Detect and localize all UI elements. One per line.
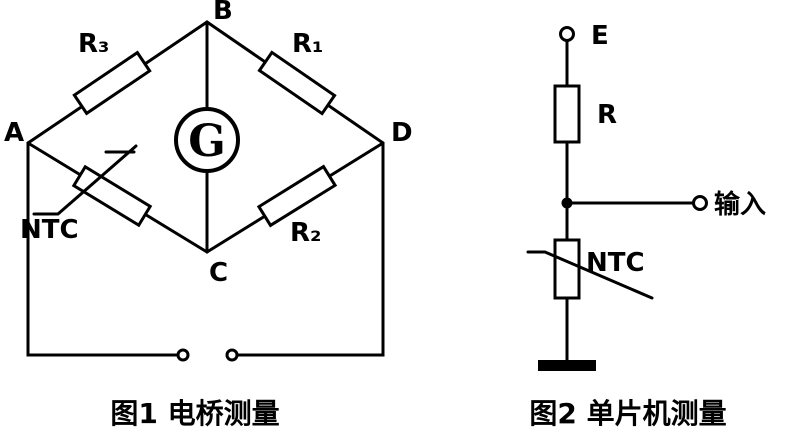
label-e: E bbox=[591, 21, 609, 51]
label-r-fig2: R bbox=[597, 100, 617, 130]
node-label-a: A bbox=[4, 118, 24, 148]
label-r3: R₃ bbox=[78, 29, 109, 59]
resistor-r1-body bbox=[257, 50, 337, 116]
label-ntc-fig1: NTC bbox=[20, 215, 79, 245]
figure1-bridge-circuit: G B A D C R₃ R₁ NTC R₂ 图1 电桥测量 bbox=[4, 0, 413, 430]
node-label-d: D bbox=[391, 118, 413, 148]
galvanometer-label: G bbox=[188, 116, 226, 167]
wire-a-to-left-terminal bbox=[26, 141, 179, 357]
right-supply-terminal bbox=[225, 348, 239, 362]
label-input: 输入 bbox=[714, 189, 766, 220]
figure2-caption: 图2 单片机测量 bbox=[529, 397, 726, 430]
label-ntc-fig2: NTC bbox=[586, 248, 645, 278]
ground-symbol bbox=[538, 360, 596, 371]
galvanometer-circle bbox=[174, 107, 240, 173]
resistor-r2-body bbox=[256, 164, 338, 228]
junction-dot bbox=[561, 197, 573, 209]
figure1-caption: 图1 电桥测量 bbox=[110, 397, 279, 430]
wire-d-to-right-terminal bbox=[236, 141, 385, 357]
input-terminal bbox=[692, 195, 708, 211]
resistor-r3-body bbox=[72, 50, 152, 116]
ntc-strike-line-fig2 bbox=[526, 250, 654, 300]
label-r2: R₂ bbox=[290, 218, 321, 248]
label-r1: R₁ bbox=[292, 29, 323, 59]
resistor-r-body-fig2 bbox=[553, 84, 581, 144]
node-label-c: C bbox=[209, 258, 228, 288]
node-label-b: B bbox=[213, 0, 233, 26]
left-supply-terminal bbox=[176, 348, 190, 362]
supply-terminal-e bbox=[559, 26, 575, 42]
ntc-thermistor-body-fig2 bbox=[553, 238, 581, 300]
ntc-strike-line bbox=[32, 144, 138, 216]
figure2-mcu-circuit: E R NTC 输入 图2 单片机测量 bbox=[526, 21, 766, 430]
ntc-thermistor-body bbox=[71, 164, 153, 228]
